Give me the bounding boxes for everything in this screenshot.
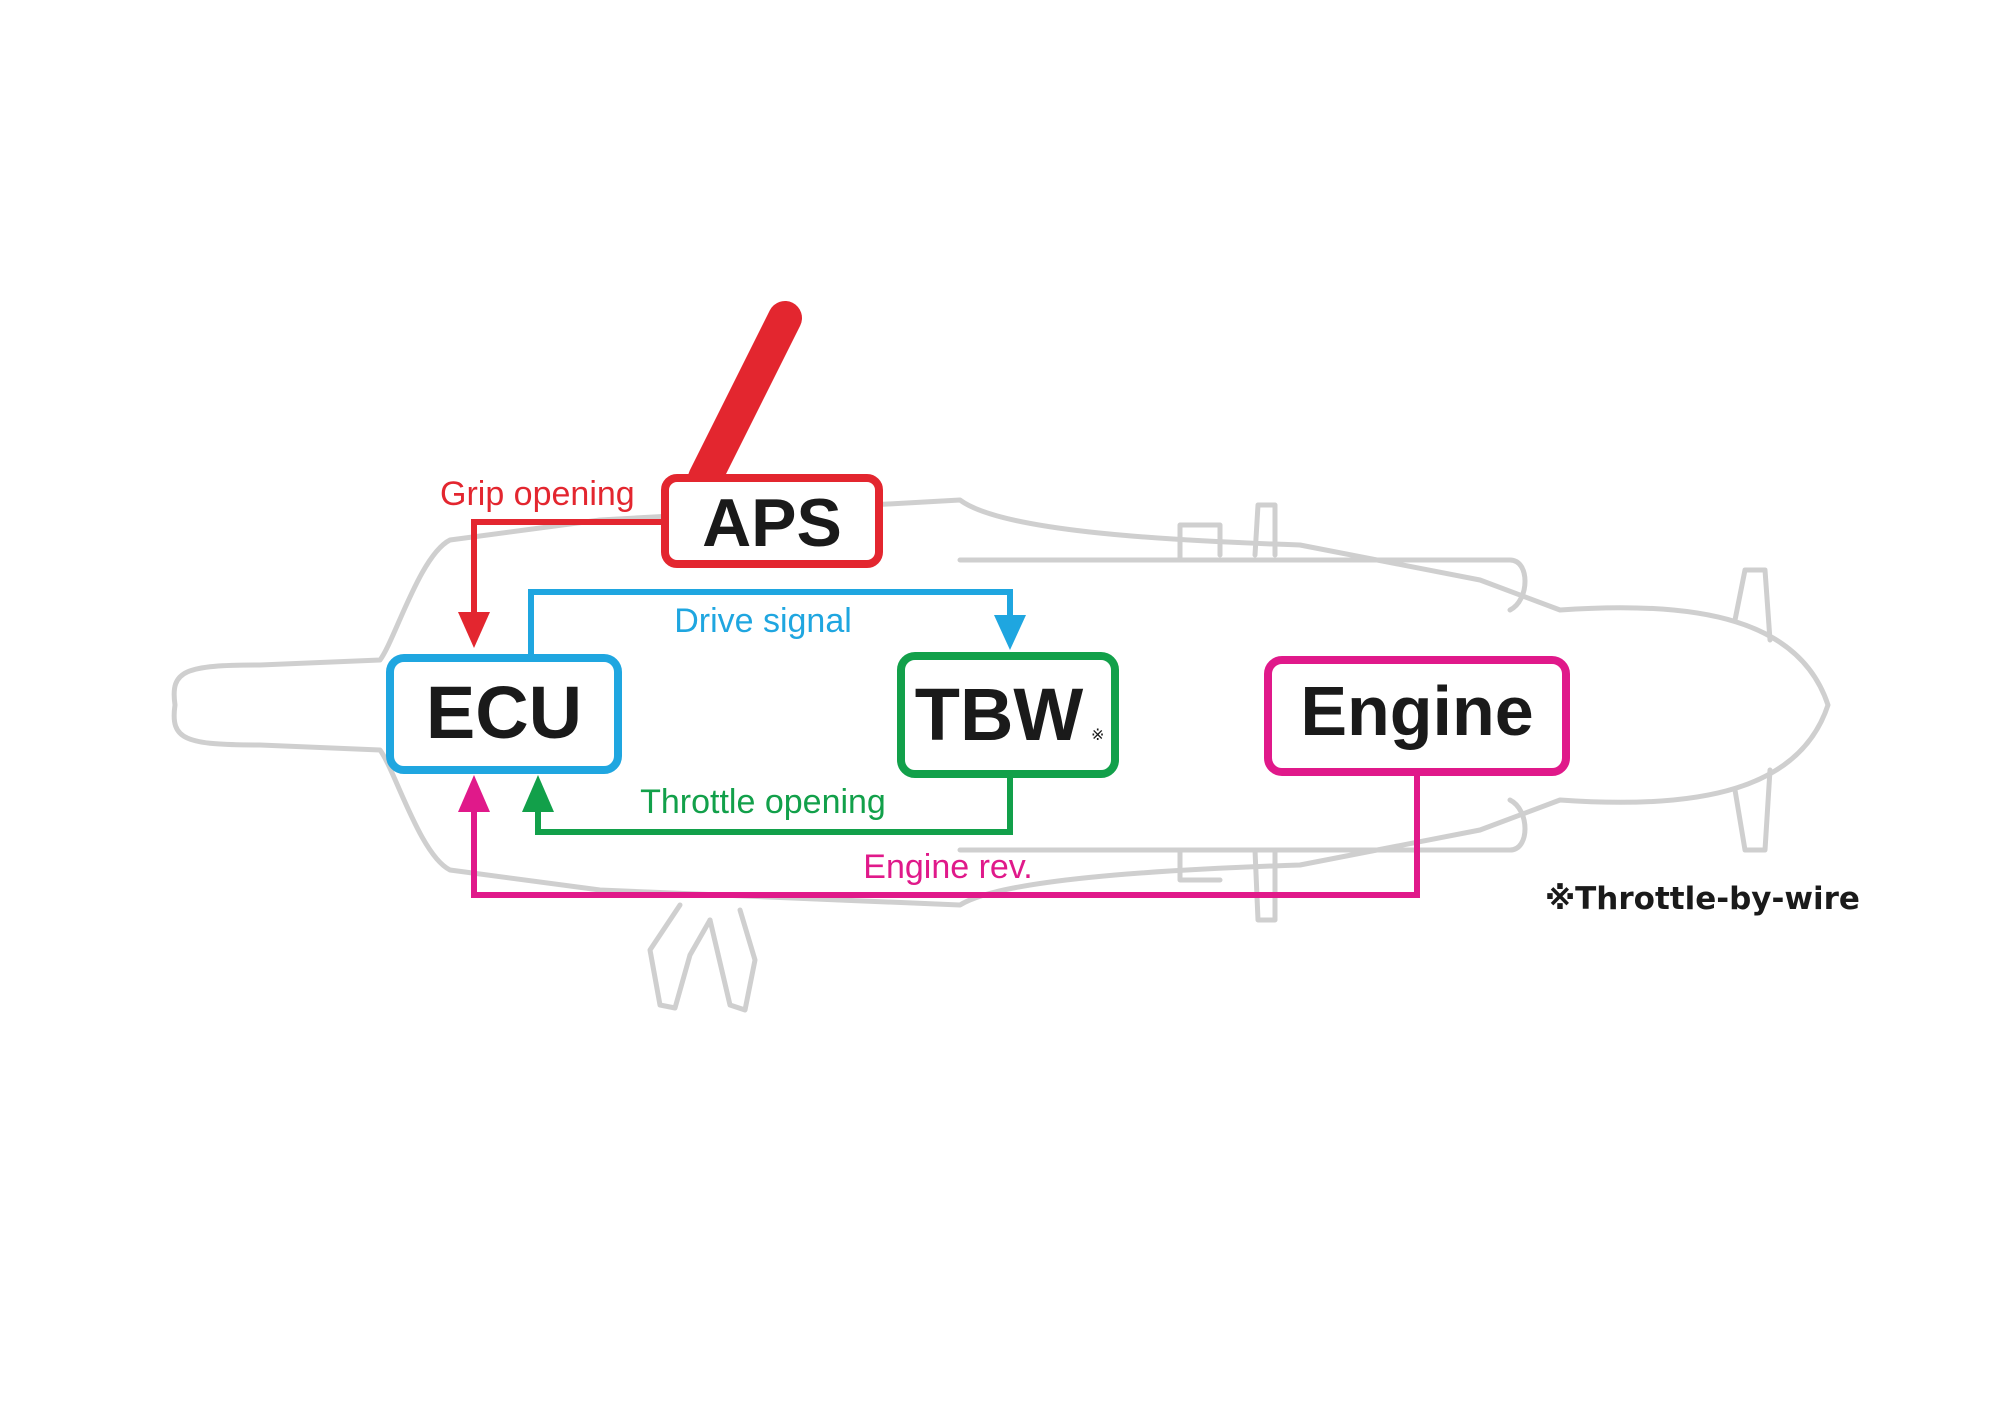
engine-node: Engine	[1264, 656, 1570, 776]
ecu-node: ECU	[386, 654, 622, 774]
tbw-node: TBW ※	[897, 652, 1119, 778]
ecu-label: ECU	[426, 671, 582, 754]
motorcycle-outline-icon	[171, 497, 1831, 1013]
tbw-footnote-mark: ※	[1091, 725, 1104, 744]
engine-rev-label: Engine rev.	[863, 848, 1032, 886]
engine-label: Engine	[1300, 672, 1533, 750]
aps-label: APS	[702, 485, 842, 561]
grip-opening-arrow	[458, 519, 665, 648]
drive-signal-label: Drive signal	[674, 602, 852, 640]
throttle-opening-label: Throttle opening	[640, 783, 886, 821]
throttle-by-wire-footnote: ※Throttle-by-wire	[1545, 881, 1860, 917]
engine-rev-arrow	[458, 775, 1420, 898]
aps-node: APS	[661, 474, 883, 568]
throttle-grip-icon	[688, 301, 802, 495]
throttle-opening-arrow	[522, 775, 1013, 835]
grip-opening-label: Grip opening	[440, 475, 635, 513]
drive-signal-arrow	[528, 589, 1026, 658]
tbw-label: TBW	[915, 673, 1084, 756]
